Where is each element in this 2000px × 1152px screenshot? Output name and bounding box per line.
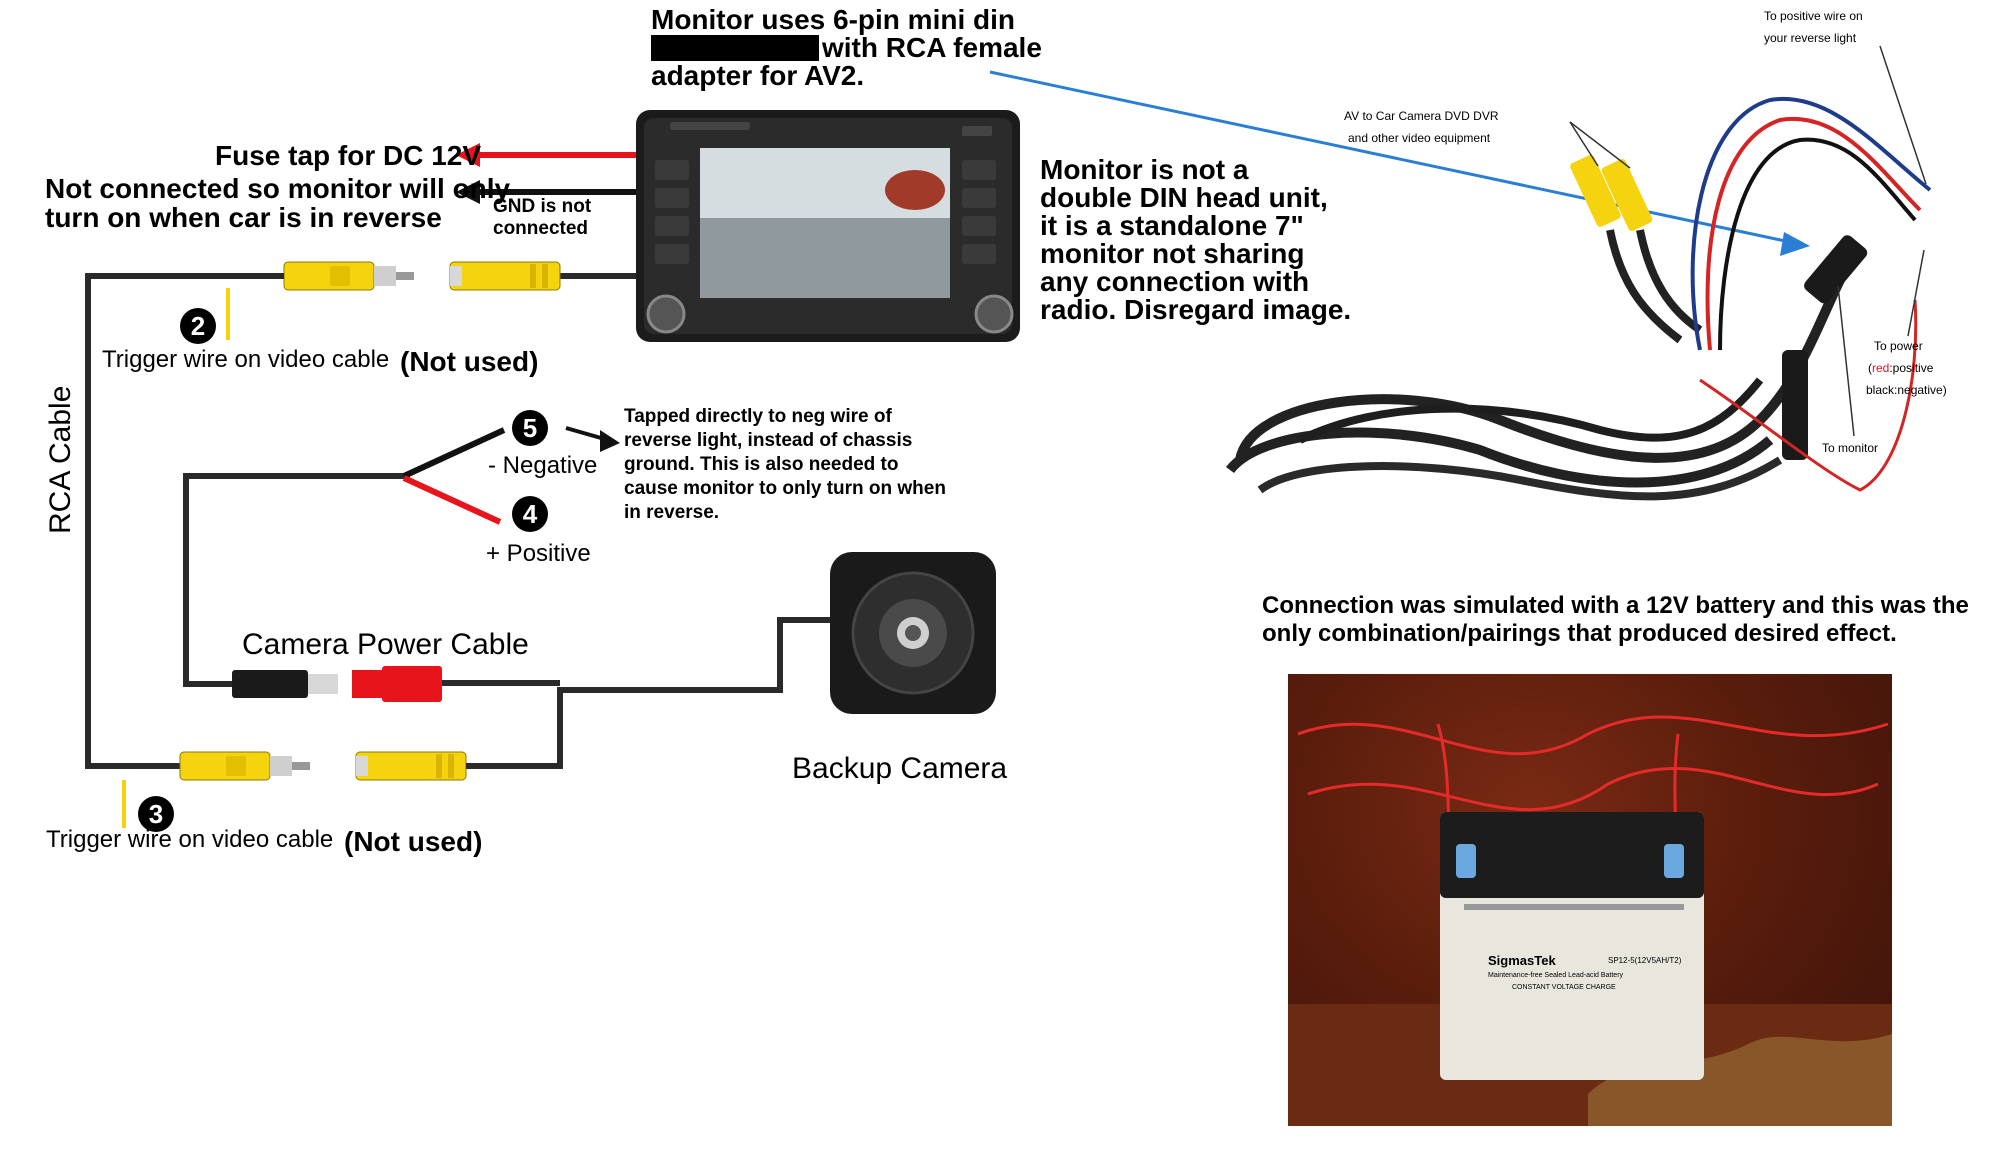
tapped-note-line2: reverse light, instead of chassis (624, 430, 913, 451)
simulated-line2: only combination/pairings that produced … (1262, 620, 1897, 647)
monitor-title-line3: adapter for AV2. (651, 60, 865, 91)
rca-male-bottom (179, 751, 310, 781)
battery-subtitle: Maintenance-free Sealed Lead-acid Batter… (1488, 972, 1624, 979)
rca-male-top (283, 261, 414, 291)
battery-model: SP12-5(12V5AH/T2) (1608, 956, 1682, 965)
rca-female-top (449, 261, 561, 291)
negative-wire (402, 427, 506, 479)
negative-label: - Negative (488, 452, 598, 479)
power-connector-red (352, 666, 442, 702)
black-arrow-head (456, 180, 480, 204)
av-line2: and other video equipment (1348, 131, 1491, 145)
red-arrow-head (456, 143, 480, 167)
battery-charge: CONSTANT VOLTAGE CHARGE (1512, 984, 1616, 991)
trigger-bottom-label: Trigger wire on video cable (46, 826, 334, 853)
monitor-title-line2: with RCA female (822, 32, 1042, 63)
trigger-top-label: Trigger wire on video cable (102, 346, 390, 373)
negative-terminal-icon (1456, 844, 1476, 878)
simulated-line1: Connection was simulated with a 12V batt… (1262, 592, 1969, 619)
monitor-note-line2: double DIN head unit, (1040, 182, 1328, 213)
tapped-note-line4: cause monitor to only turn on when (624, 478, 946, 499)
rca-female-bottom (355, 751, 467, 781)
not-connected-line2: turn on when car is in reverse (45, 202, 442, 233)
blue-pointer-line (989, 70, 1791, 244)
monitor-note-line4: monitor not sharing (1040, 238, 1305, 269)
to-monitor-label: To monitor (1822, 441, 1879, 455)
badge-3: 3 (138, 796, 174, 832)
monitor-note-line3: it is a standalone 7" (1040, 210, 1304, 241)
battery-brand: SigmasTek (1488, 953, 1556, 968)
monitor-title-line1: Monitor uses 6-pin mini din (651, 4, 1015, 35)
badge-2: 2 (180, 308, 216, 344)
rca-cable-loop (85, 273, 284, 769)
redacted-block (651, 35, 819, 61)
blue-arrow-head (1780, 232, 1810, 256)
tapped-note-line1: Tapped directly to neg wire of (624, 406, 892, 427)
backup-camera (830, 552, 996, 714)
not-connected-line1: Not connected so monitor will only (45, 173, 511, 204)
tune-knob-icon (974, 294, 1014, 334)
positive-label: + Positive (486, 540, 591, 567)
monitor-note-line1: Monitor is not a (1040, 154, 1249, 185)
not-used-bottom: (Not used) (344, 826, 483, 857)
not-used-top: (Not used) (400, 346, 539, 377)
battery-photo: SigmasTek SP12-5(12V5AH/T2) Maintenance-… (1288, 674, 1892, 1126)
tapped-note-line5: in reverse. (624, 502, 720, 523)
volume-knob-icon (646, 294, 686, 334)
gnd-label-line1: GND is not (493, 196, 592, 217)
monitor-unit (636, 110, 1020, 342)
camera-power-cable-label: Camera Power Cable (242, 628, 529, 661)
power-connector-black (232, 670, 338, 698)
black-negative-label: black:negative) (1866, 383, 1947, 397)
badge-5: 5 (512, 410, 548, 446)
red-positive-label: (red:positive (1868, 361, 1934, 375)
positive-wire (402, 475, 502, 525)
to-positive-line1: To positive wire on (1764, 9, 1863, 23)
badge-4: 4 (512, 496, 548, 532)
tapped-note-line3: ground. This is also needed to (624, 454, 899, 475)
gnd-label-line2: connected (493, 218, 589, 239)
monitor-note-line6: radio. Disregard image. (1040, 294, 1352, 325)
rca-cable-label: RCA Cable (44, 385, 77, 534)
positive-terminal-icon (1664, 844, 1684, 878)
camera-video-cable (466, 617, 830, 769)
fuse-tap-label: Fuse tap for DC 12V (215, 140, 482, 171)
power-cable-loop (183, 473, 410, 687)
backup-camera-label: Backup Camera (792, 752, 1008, 785)
to-power-label: To power (1874, 339, 1923, 353)
battery-photo-svg (1288, 715, 1892, 1126)
harness-cable-photo (1226, 45, 1932, 501)
av-line1: AV to Car Camera DVD DVR (1344, 109, 1499, 123)
monitor-note-line5: any connection with (1040, 266, 1310, 297)
to-positive-line2: your reverse light (1764, 31, 1857, 45)
